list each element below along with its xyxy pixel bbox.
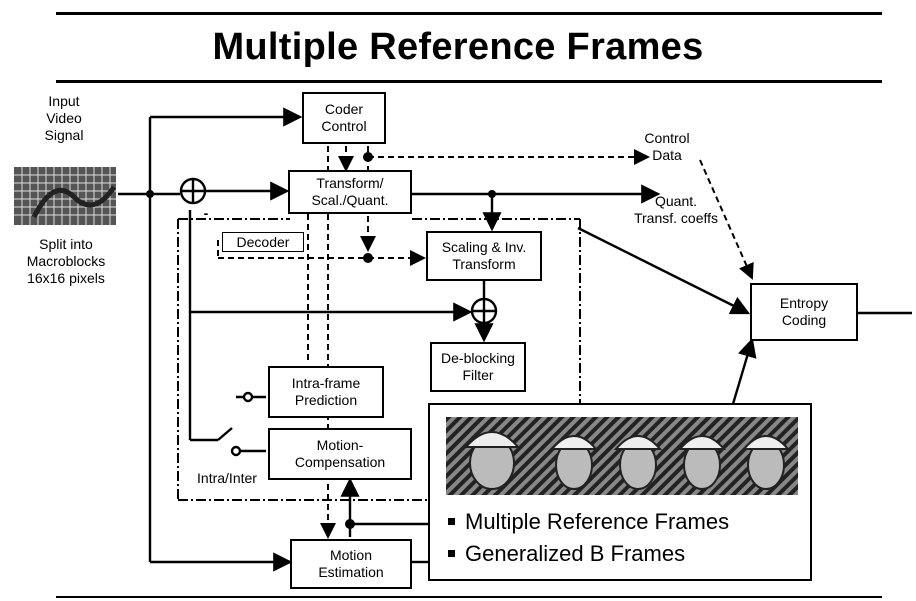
title-underline xyxy=(56,80,882,83)
minus-sign: - xyxy=(203,205,209,221)
deblocking-filter-block: De-blocking Filter xyxy=(430,342,526,392)
transform-block: Transform/ Scal./Quant. xyxy=(288,170,412,214)
reference-frames-callout: Multiple Reference Frames Generalized B … xyxy=(428,403,812,581)
macroblocks-label: Split into Macroblocks 16x16 pixels xyxy=(26,236,106,286)
quant-coeffs-label: Quant. Transf. coeffs xyxy=(633,193,719,226)
bullet-multiple-reference-frames: Multiple Reference Frames xyxy=(448,509,729,535)
input-video-label: Input Video Signal xyxy=(44,93,84,143)
bottom-rule xyxy=(56,596,882,598)
motion-compensation-block: Motion- Compensation xyxy=(268,428,412,480)
bullet-generalized-b-frames: Generalized B Frames xyxy=(448,541,685,567)
coder-control-block: Coder Control xyxy=(302,92,386,144)
intra-inter-label: Intra/Inter xyxy=(197,470,257,486)
motion-estimation-block: Motion Estimation xyxy=(290,539,412,589)
frame-thumb xyxy=(606,417,670,495)
bullet-dot xyxy=(448,549,455,557)
input-frame-image xyxy=(14,167,117,225)
frame-thumb xyxy=(446,417,542,495)
bullet-dot xyxy=(448,517,455,525)
reference-frame-thumbnails xyxy=(446,417,798,495)
frame-thumb xyxy=(542,417,606,495)
decoder-label: Decoder xyxy=(222,232,304,252)
entropy-coding-block: Entropy Coding xyxy=(750,283,858,341)
frame-thumb xyxy=(670,417,734,495)
control-data-label: Control Data xyxy=(644,130,690,163)
frame-thumb xyxy=(734,417,798,495)
top-rule xyxy=(56,12,882,15)
intra-prediction-block: Intra-frame Prediction xyxy=(268,366,384,418)
scaling-inverse-transform-block: Scaling & Inv. Transform xyxy=(426,231,542,281)
page-title: Multiple Reference Frames xyxy=(212,26,704,68)
